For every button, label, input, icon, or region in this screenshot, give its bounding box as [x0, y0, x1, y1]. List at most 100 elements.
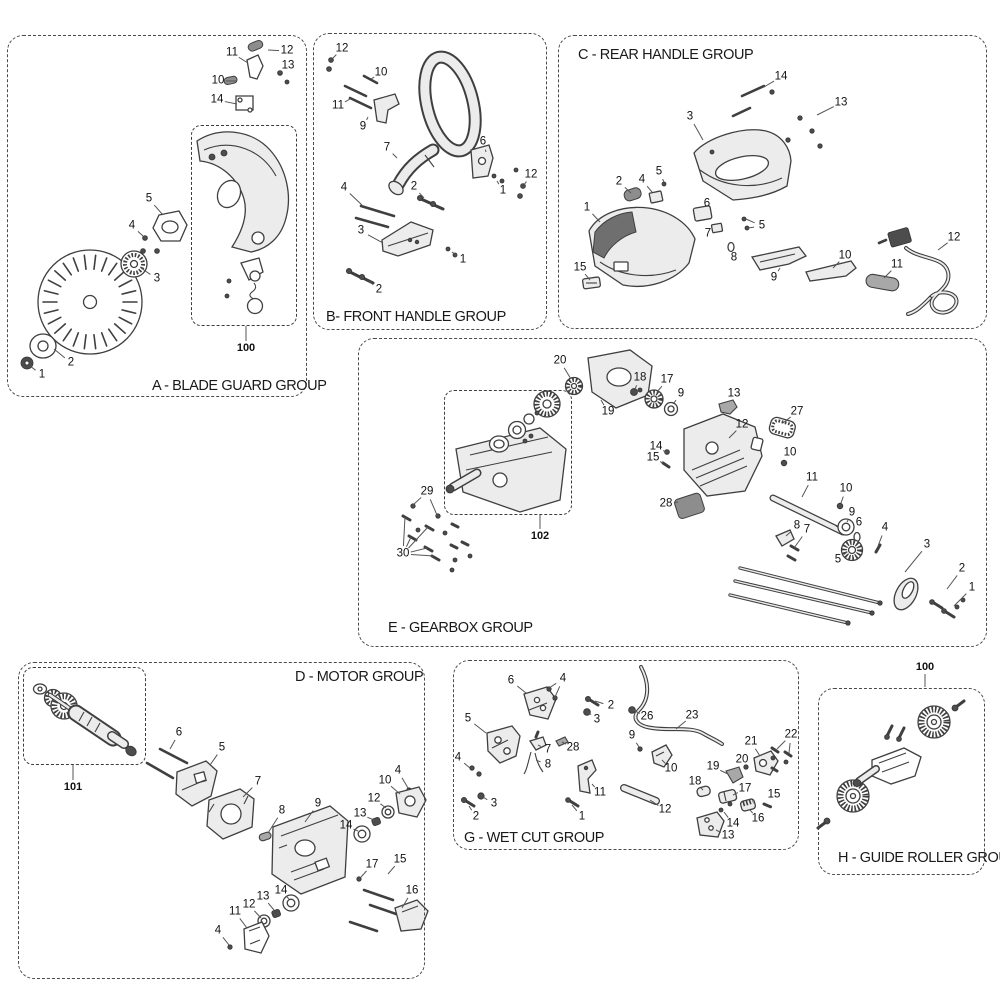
- latch-bracket: [235, 95, 254, 111]
- leader-line: [693, 123, 704, 141]
- leader-line: [563, 367, 572, 380]
- group-e-box: [358, 338, 987, 647]
- part-number-g-16: 16: [751, 812, 765, 825]
- small-screw: [552, 695, 558, 701]
- blade-tooth-mark: [100, 332, 108, 347]
- blade-tooth-mark: [43, 309, 59, 315]
- housing-vents: [278, 814, 339, 881]
- bracket-hole: [477, 156, 487, 166]
- leader-line: [904, 550, 923, 573]
- leader-line: [224, 101, 238, 105]
- leader-line: [600, 399, 605, 406]
- guide-roller: [917, 705, 951, 739]
- small-pin: [522, 438, 528, 444]
- leader-line: [747, 226, 755, 229]
- small-screw: [954, 604, 960, 610]
- lock-lever: [246, 54, 264, 80]
- housing-bolts: [348, 888, 401, 933]
- armature-core-fill: [69, 706, 120, 745]
- part-number-e-27: 27: [790, 405, 804, 418]
- power-cord-fill: [905, 247, 958, 314]
- group-c-label: C - REAR HANDLE GROUP: [578, 47, 754, 63]
- hex-nut: [780, 459, 788, 467]
- leader-line: [782, 416, 792, 424]
- handle-joint-line: [424, 154, 435, 168]
- small-screw: [546, 686, 552, 692]
- blade-tooth-mark: [107, 328, 118, 342]
- part-number-c-3: 3: [686, 110, 694, 123]
- ball-bearing: [353, 825, 371, 843]
- group-d-box: [18, 662, 425, 979]
- part-number-e-18: 18: [633, 371, 647, 384]
- leader-line: [353, 828, 359, 832]
- blade-tooth-mark: [83, 254, 87, 271]
- part-number-a-4: 4: [128, 219, 136, 232]
- bevel-gear: [840, 538, 864, 562]
- hose-fitting: [739, 798, 757, 812]
- output-spindle-fill: [450, 470, 480, 490]
- handle-clamp: [373, 93, 400, 124]
- part-number-g-1: 1: [578, 810, 586, 823]
- leader-line: [360, 870, 367, 878]
- blade-tooth-mark: [118, 279, 133, 288]
- screw: [419, 197, 432, 205]
- key-pin: [534, 410, 540, 416]
- roller-knurl: [918, 706, 950, 738]
- part-number-c-1: 1: [583, 201, 591, 214]
- leader-line: [408, 526, 429, 549]
- small-screw: [449, 567, 455, 573]
- saw-blade-disc: [37, 249, 143, 355]
- handle-bracket: [470, 144, 494, 179]
- armature-shaft: [47, 692, 134, 753]
- part-number-c-14: 14: [774, 70, 788, 83]
- small-screw: [491, 173, 497, 179]
- plate-line: [491, 739, 509, 749]
- screw-head: [929, 599, 935, 605]
- leader-line: [140, 267, 151, 275]
- cover-line: [401, 905, 419, 913]
- part-number-b-1: 1: [499, 184, 507, 197]
- part-number-e-30: 30: [396, 547, 410, 560]
- leader-line: [883, 270, 892, 279]
- valve-screws: [770, 746, 793, 758]
- roller-hub: [845, 788, 861, 804]
- blade-tooth-mark: [113, 270, 126, 281]
- group-d-label: D - MOTOR GROUP: [295, 669, 424, 685]
- small-screw: [469, 765, 475, 771]
- screw: [348, 270, 362, 279]
- part-number-e-13: 13: [727, 387, 741, 400]
- small-screw: [476, 771, 482, 777]
- small-screw: [741, 216, 747, 222]
- bracket-hole: [708, 825, 714, 831]
- small-screw: [227, 944, 233, 950]
- part-number-b-4: 4: [340, 181, 348, 194]
- part-number-g-20: 20: [735, 753, 749, 766]
- bevel-gear-bore: [847, 545, 857, 555]
- bracket-slots: [878, 752, 910, 773]
- leader-line: [634, 385, 638, 390]
- ring-bore: [384, 808, 392, 816]
- group-a-subassembly-box: [191, 125, 297, 326]
- screw-head: [823, 817, 831, 825]
- leader-line: [474, 723, 487, 734]
- leader-line: [537, 744, 542, 747]
- leader-line: [53, 348, 66, 359]
- part-number-d-4: 4: [214, 924, 222, 937]
- part-number-c-4: 4: [638, 173, 646, 186]
- bearing-bore: [357, 829, 367, 839]
- roll-pin: [874, 543, 882, 554]
- leader-line: [392, 153, 398, 159]
- gear-teeth: [534, 391, 560, 417]
- part-number-c-8: 8: [730, 251, 738, 264]
- bevel-pinion: [564, 376, 584, 396]
- water-tube-fill: [621, 785, 659, 804]
- part-number-e-19: 19: [601, 405, 615, 418]
- part-number-g-3: 3: [593, 713, 601, 726]
- part-number-c-2: 2: [615, 175, 623, 188]
- gearbox-cover: [455, 427, 567, 513]
- screw-head: [951, 704, 959, 712]
- part-number-a-5: 5: [145, 192, 153, 205]
- part-number-g-10: 10: [664, 762, 678, 775]
